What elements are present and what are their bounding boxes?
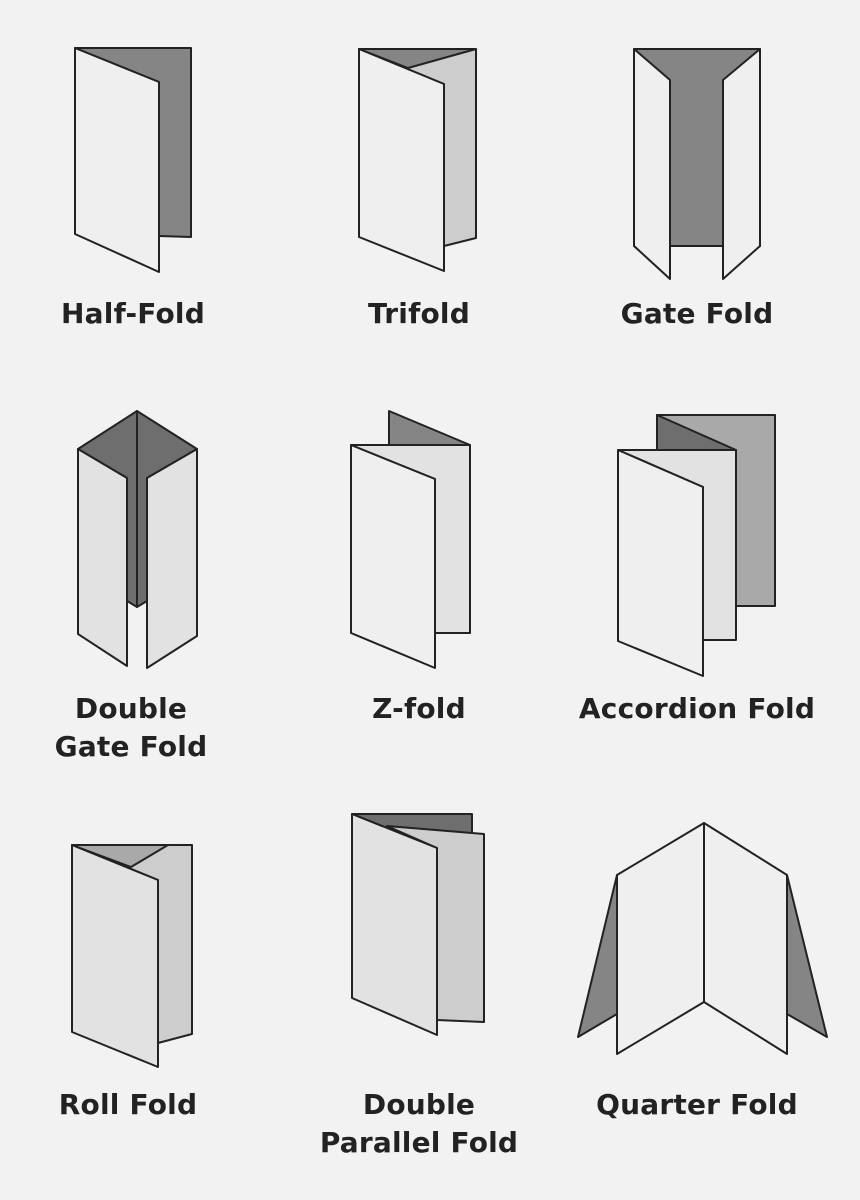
label-line: Z-fold xyxy=(372,692,466,725)
double-parallel-fold-label: Double Parallel Fold xyxy=(279,1086,559,1162)
roll-fold-label: Roll Fold xyxy=(0,1086,268,1124)
label-line: Parallel Fold xyxy=(319,1126,519,1159)
double-parallel-fold-icon xyxy=(351,813,485,1036)
label-line: Roll Fold xyxy=(58,1088,198,1121)
gate-fold-label: Gate Fold xyxy=(557,295,837,333)
label-line: Accordion Fold xyxy=(578,692,816,725)
double-gate-fold-label: Double Gate Fold xyxy=(0,690,271,766)
label-line: Double xyxy=(74,692,188,725)
gate-fold-icon xyxy=(633,48,761,280)
roll-fold-icon xyxy=(71,844,193,1068)
accordion-fold-icon xyxy=(617,414,776,677)
accordion-fold-label: Accordion Fold xyxy=(557,690,837,728)
label-line: Quarter Fold xyxy=(596,1088,798,1121)
trifold-label: Trifold xyxy=(279,295,559,333)
label-line: Trifold xyxy=(368,297,470,330)
label-line: Gate Fold xyxy=(620,297,774,330)
z-fold-label: Z-fold xyxy=(279,690,559,728)
half-fold-label: Half-Fold xyxy=(0,295,273,333)
double-gate-fold-icon xyxy=(77,410,198,669)
half-fold-icon xyxy=(74,47,192,273)
quarter-fold-icon xyxy=(577,822,828,1055)
label-line: Gate Fold xyxy=(54,730,208,763)
trifold-icon xyxy=(358,48,477,272)
label-line: Half-Fold xyxy=(61,297,205,330)
z-fold-icon xyxy=(350,410,471,669)
quarter-fold-label: Quarter Fold xyxy=(557,1086,837,1124)
label-line: Double xyxy=(362,1088,476,1121)
